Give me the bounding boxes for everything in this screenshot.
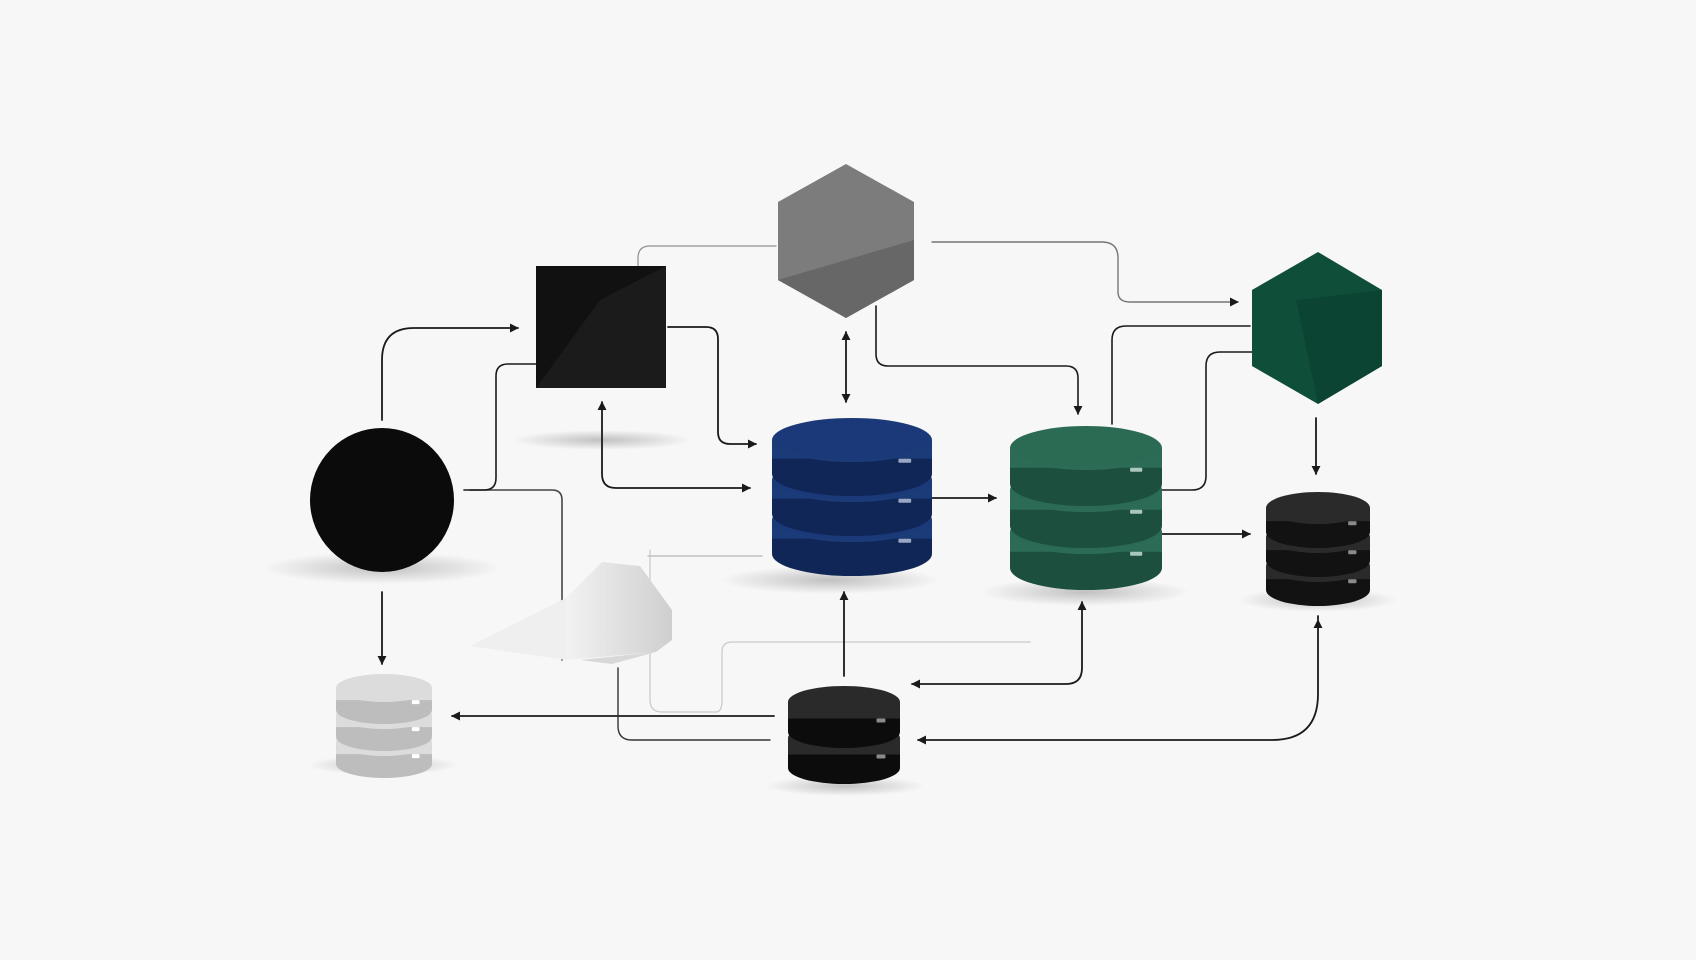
- faint-connector: [617, 667, 771, 741]
- drive-indicator-icon: [1130, 509, 1143, 514]
- dark-database-bottom-node: [788, 686, 900, 784]
- edge-square-to-circle: [463, 363, 537, 491]
- black-circle-node: [310, 428, 454, 572]
- green-database-node: [1010, 426, 1162, 590]
- nodes: [310, 164, 1382, 784]
- edge-hex-to-green-hex: [931, 241, 1239, 307]
- database-disk: [1010, 426, 1162, 506]
- drive-indicator-icon: [1130, 551, 1143, 556]
- drive-indicator-icon: [411, 727, 420, 732]
- edge-green-db-to-green-hex-2: [1159, 351, 1255, 491]
- light-wedge-node: [470, 562, 672, 664]
- database-disk: [772, 418, 932, 496]
- edge-hex-to-green-db: [875, 305, 1083, 415]
- drive-indicator-icon: [898, 458, 912, 463]
- green-hexagon-node: [1252, 252, 1382, 404]
- drive-indicator-icon: [876, 754, 886, 759]
- drive-indicator-icon: [1348, 579, 1357, 584]
- drive-indicator-icon: [411, 700, 420, 705]
- gray-hexagon-node: [778, 164, 914, 318]
- drive-indicator-icon: [1348, 521, 1357, 526]
- drive-indicator-icon: [876, 718, 886, 723]
- drive-indicator-icon: [1348, 550, 1357, 555]
- drive-indicator-icon: [411, 754, 420, 759]
- faint-connector: [469, 489, 563, 661]
- faint-connector: [637, 245, 777, 267]
- edge-square-blue-db-both: [597, 401, 751, 493]
- edge-green-db-to-green-hex: [1111, 325, 1251, 425]
- edge-green-dark-db-both: [911, 601, 1087, 689]
- database-disk: [1266, 492, 1370, 548]
- drive-indicator-icon: [898, 538, 912, 543]
- light-database-node: [336, 674, 432, 778]
- drive-indicator-icon: [1130, 467, 1143, 472]
- edge-dark-right-to-dark-bottom: [917, 615, 1319, 745]
- dark-database-right-node: [1266, 492, 1370, 606]
- drive-indicator-icon: [898, 498, 912, 503]
- edge-square-to-blue-db: [667, 326, 757, 449]
- database-disk: [788, 686, 900, 748]
- blue-database-node: [772, 418, 932, 576]
- edge-circle-to-square: [381, 323, 519, 421]
- black-square-node: [536, 266, 666, 388]
- database-nodes: [336, 418, 1370, 784]
- database-disk: [336, 674, 432, 724]
